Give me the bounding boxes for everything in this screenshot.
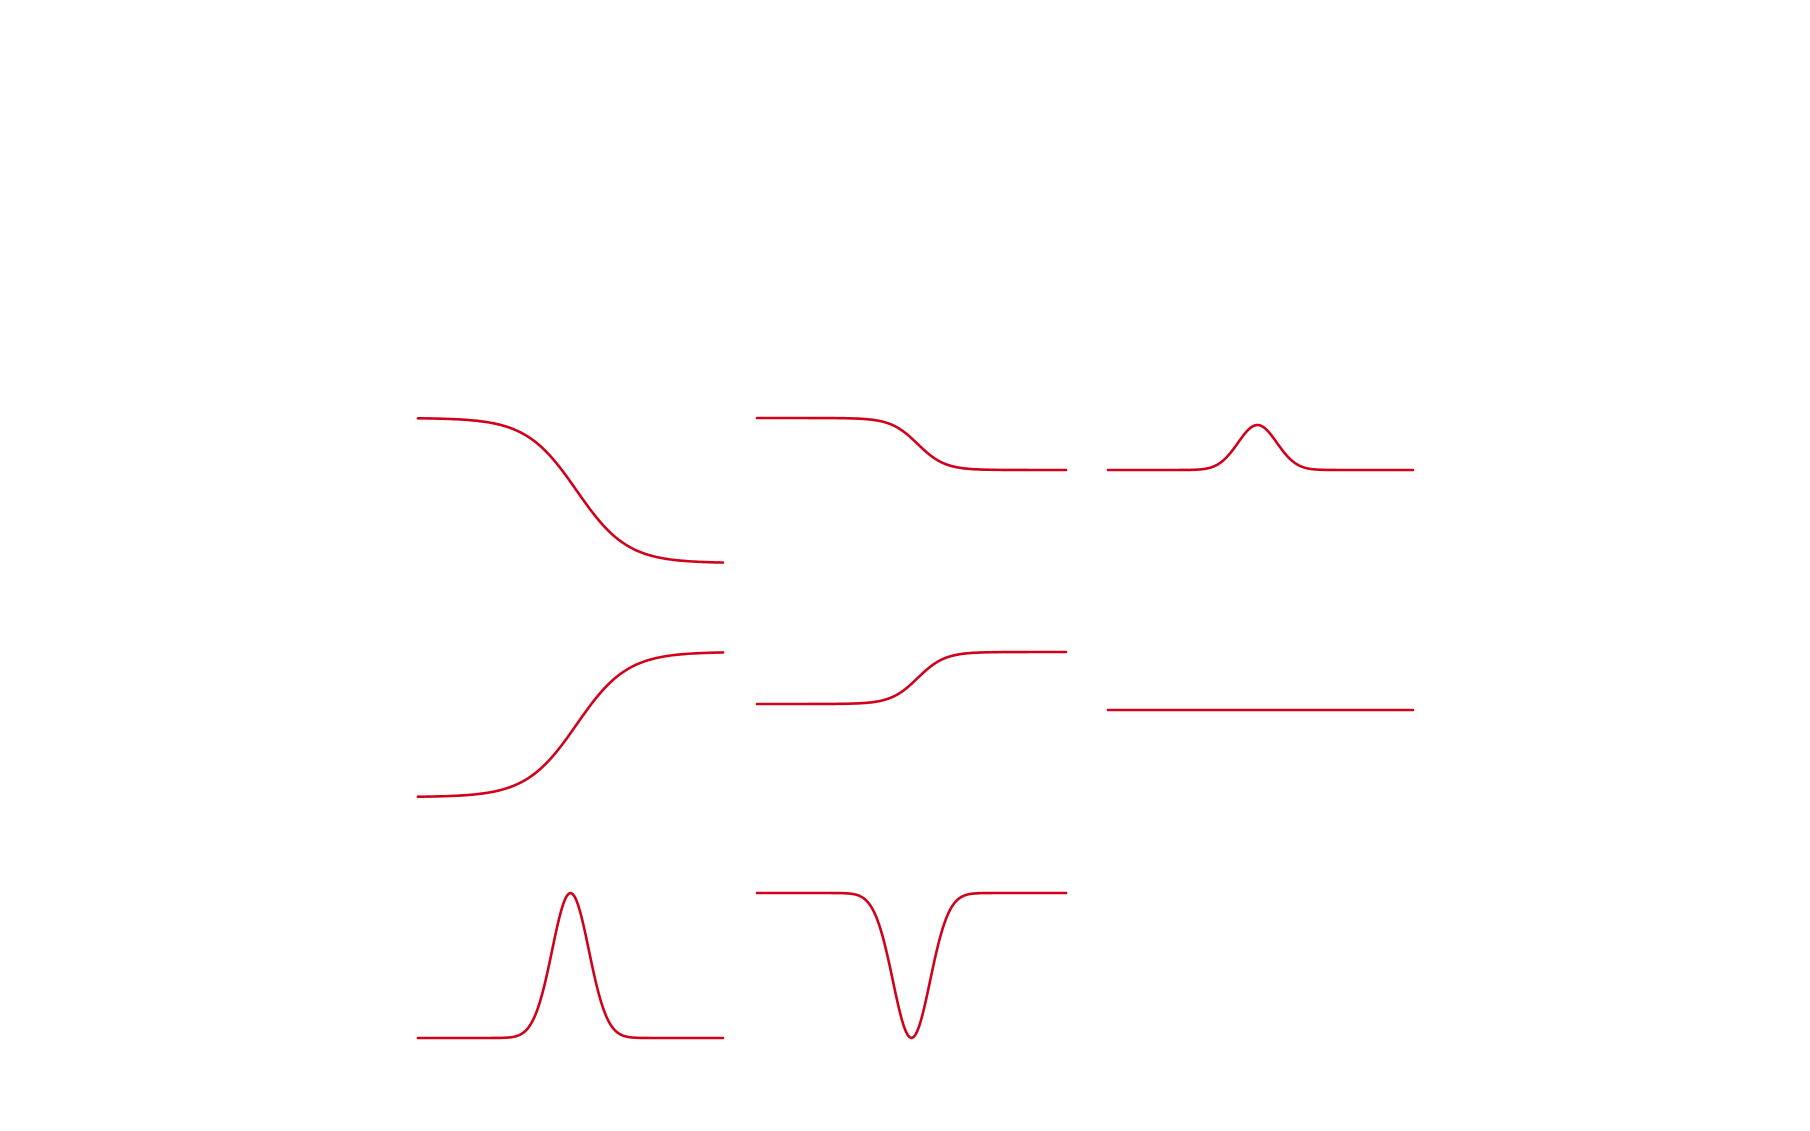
- curve-row1-col3-small-bump: [1106, 423, 1415, 472]
- panel-group: [416, 416, 1415, 1040]
- curve-row3-col2-dip: [755, 891, 1068, 1040]
- curve-row1-col2-step-down: [755, 416, 1068, 472]
- curve-row2-col2-step-up: [755, 650, 1068, 706]
- curve-row1-col1-step-down: [416, 416, 725, 564]
- curve-row3-col1-peak: [416, 891, 725, 1040]
- curve-row2-col1-step-up: [416, 651, 725, 799]
